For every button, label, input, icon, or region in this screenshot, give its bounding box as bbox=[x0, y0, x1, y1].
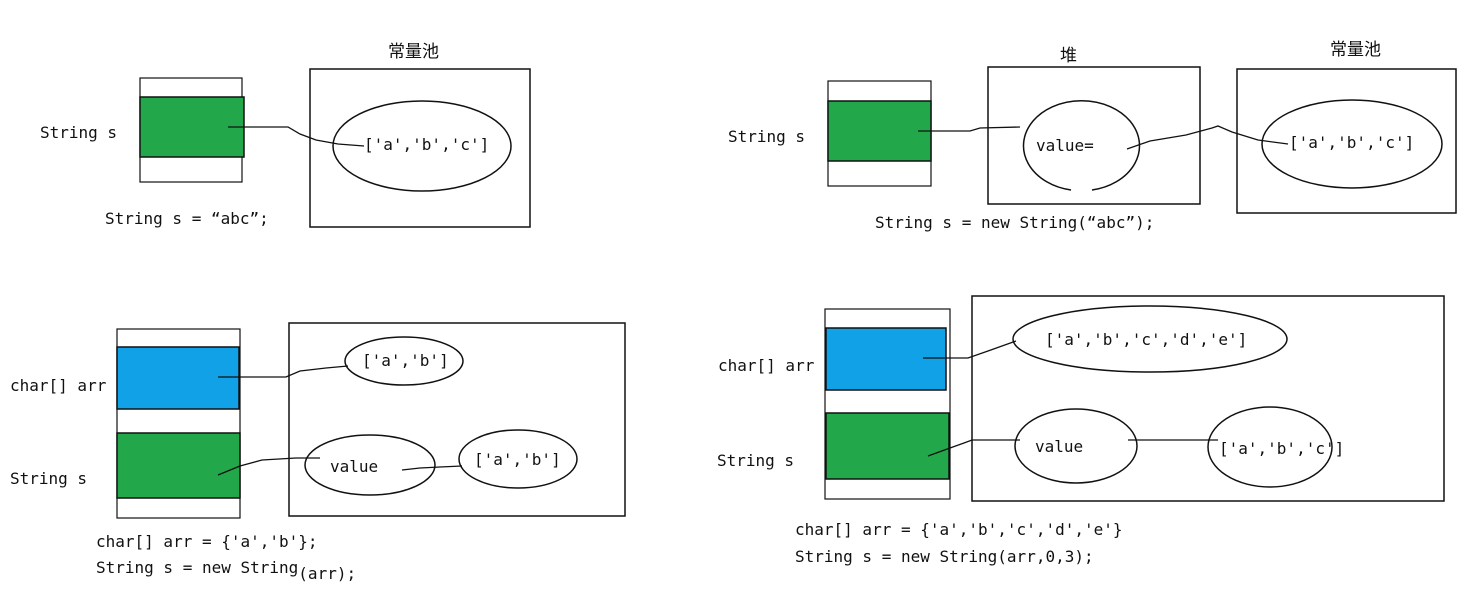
reference-arrow-2b bbox=[1126, 125, 1289, 150]
reference-arrow-1 bbox=[228, 126, 365, 147]
constant-pool-box-1 bbox=[309, 68, 531, 228]
code-line-1: String s = “abc”; bbox=[105, 209, 269, 228]
stack-slot-char-arr-4 bbox=[825, 327, 947, 391]
constant-pool-title-1: 常量池 bbox=[388, 42, 439, 62]
var-label-char-arr-3: char[] arr bbox=[10, 376, 107, 395]
stack-slot-string-s-1 bbox=[139, 96, 245, 158]
copied-array-content-3: ['a','b'] bbox=[474, 450, 561, 469]
heap-box-4 bbox=[971, 295, 1445, 502]
pool-char-array-ellipse-1 bbox=[332, 100, 512, 192]
heap-string-object-ellipse-2 bbox=[1022, 100, 1141, 191]
stack-slot-string-s-2 bbox=[827, 100, 932, 162]
copied-array-content-4: ['a','b','c'] bbox=[1219, 439, 1344, 458]
heap-box-2 bbox=[987, 66, 1201, 205]
diagram-string-literal: String s 常量池 ['a','b','c'] String s = “a… bbox=[40, 42, 531, 228]
var-label-string-s-1: String s bbox=[40, 123, 117, 142]
stack-slot-char-arr-3 bbox=[116, 346, 240, 410]
constant-pool-title-2: 常量池 bbox=[1330, 40, 1381, 60]
reference-arrow-4b bbox=[927, 439, 1020, 457]
var-label-char-arr-4: char[] arr bbox=[718, 356, 815, 375]
reference-arrow-4a bbox=[923, 340, 1017, 359]
diagram-new-string-char-array-range: char[] arr String s ['a','b','c','d','e'… bbox=[717, 295, 1445, 566]
char-array-content-4: ['a','b','c','d','e'] bbox=[1045, 330, 1247, 349]
code-line-3b: String s = new String(arr); bbox=[96, 558, 356, 583]
string-object-ellipse-3 bbox=[304, 434, 436, 496]
copied-array-ellipse-4 bbox=[1207, 406, 1333, 488]
constant-pool-box-2 bbox=[1236, 68, 1457, 214]
stack-slot-string-s-3 bbox=[116, 432, 241, 499]
var-label-string-s-3: String s bbox=[10, 469, 87, 488]
string-value-field-4: value bbox=[1035, 437, 1083, 456]
heap-value-field-2: value= bbox=[1036, 136, 1094, 155]
stack-slot-string-s-4 bbox=[825, 412, 950, 480]
diagram-new-string-char-array: char[] arr String s ['a','b'] value ['a'… bbox=[10, 322, 626, 583]
reference-arrow-3b bbox=[217, 457, 320, 476]
var-label-string-s-4: String s bbox=[717, 451, 794, 470]
pool-char-array-ellipse-2 bbox=[1261, 99, 1443, 189]
char-array-content-3: ['a','b'] bbox=[362, 351, 449, 370]
reference-arrow-3c bbox=[401, 465, 463, 471]
string-object-ellipse-4 bbox=[1014, 408, 1138, 484]
reference-arrow-2a bbox=[918, 126, 1021, 132]
code-line-3b-prefix: String s = new String bbox=[96, 558, 298, 577]
code-line-2: String s = new String(“abc”); bbox=[875, 213, 1154, 232]
char-array-ellipse-4 bbox=[1012, 305, 1288, 373]
code-line-4b: String s = new String(arr,0,3); bbox=[795, 547, 1094, 566]
pool-char-array-2: ['a','b','c'] bbox=[1289, 133, 1414, 152]
reference-arrow-3a bbox=[218, 365, 349, 378]
pool-char-array-1: ['a','b','c'] bbox=[364, 135, 489, 154]
code-line-4a: char[] arr = {'a','b','c','d','e'} bbox=[795, 520, 1123, 539]
heap-title-2: 堆 bbox=[1060, 46, 1077, 66]
var-label-string-s-2: String s bbox=[728, 127, 805, 146]
char-array-ellipse-3 bbox=[344, 336, 464, 386]
code-line-3a: char[] arr = {'a','b'}; bbox=[96, 532, 318, 551]
string-value-field-3: value bbox=[330, 457, 378, 476]
copied-array-ellipse-3 bbox=[458, 429, 578, 489]
heap-box-3 bbox=[288, 322, 626, 517]
code-line-3b-suffix: (arr); bbox=[298, 564, 356, 583]
diagram-new-string-literal: String s 堆 value= 常量池 ['a','b','c'] Stri… bbox=[728, 40, 1457, 232]
